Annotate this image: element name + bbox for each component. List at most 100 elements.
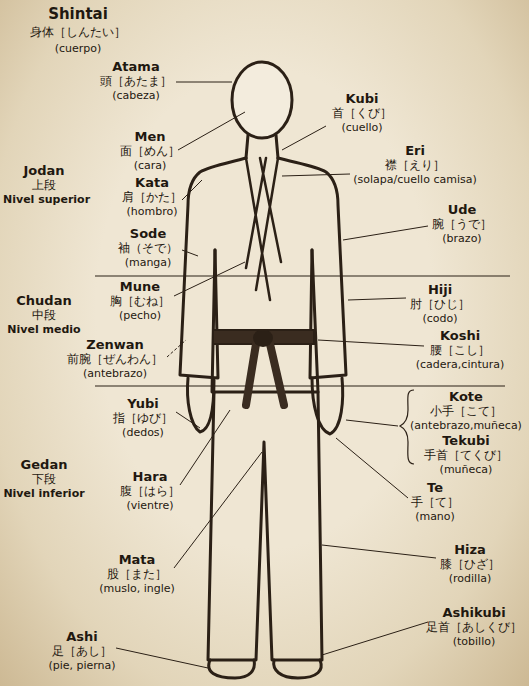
leader-line [167, 340, 186, 357]
leader-line [322, 545, 436, 558]
leader-line [182, 180, 202, 200]
title-subline: 身体［しんたい］ [30, 25, 126, 39]
level-label: Jodan [23, 164, 64, 178]
part-japanese: 腹［はら］ [120, 484, 180, 498]
part-romaji: Ashi [66, 630, 98, 644]
left-hand [188, 378, 215, 432]
part-japanese: 腕［うで］ [432, 217, 492, 231]
leader-line [182, 250, 198, 256]
part-japanese: 腰［こし］ [430, 343, 490, 357]
part-romaji: Hara [133, 470, 168, 484]
part-spanish: (codo) [422, 312, 457, 325]
leader-line [174, 262, 245, 296]
leader-line [174, 452, 262, 568]
part-japanese: 足［あし］ [52, 644, 112, 658]
level-line [95, 385, 505, 386]
part-japanese: 肘［ひじ］ [410, 297, 470, 311]
leader-line [282, 126, 326, 150]
part-japanese: 指［ゆび］ [113, 411, 173, 425]
title-subline: (cuerpo) [55, 42, 102, 55]
level-label: 中段 [32, 308, 56, 322]
part-spanish: (muslo, ingle) [99, 582, 175, 595]
level-label: Nivel superior [3, 193, 90, 206]
part-spanish: (dedos) [122, 426, 164, 439]
part-spanish: (cuello) [341, 121, 382, 134]
pants [208, 392, 322, 660]
belt [213, 329, 314, 405]
left-foot [209, 660, 255, 678]
leader-line [176, 82, 232, 83]
part-spanish: (pie, pierna) [48, 659, 115, 672]
leader-line [346, 420, 398, 426]
part-spanish: (rodilla) [449, 572, 492, 585]
right-hand [312, 378, 343, 434]
part-spanish: (antebrazo,muñeca) [410, 419, 522, 432]
part-spanish: (cabeza) [112, 89, 160, 102]
part-japanese: 前腕［ぜんわん］ [67, 352, 163, 366]
level-label: Chudan [16, 294, 71, 308]
level-lines [95, 276, 510, 386]
part-romaji: Zenwan [86, 338, 144, 352]
leader-line [348, 298, 406, 300]
part-spanish: (brazo) [442, 232, 481, 245]
part-japanese: 胸［むね］ [110, 294, 170, 308]
part-spanish: (mano) [415, 510, 455, 523]
belt-knot [253, 329, 273, 347]
leader-line [282, 174, 350, 176]
part-japanese: 首［くび］ [332, 106, 392, 120]
part-romaji: Atama [112, 60, 159, 74]
part-spanish: (muñeca) [440, 463, 493, 476]
part-japanese: 足首［あしくび］ [426, 620, 522, 634]
part-romaji: Ashikubi [442, 606, 505, 620]
part-romaji: Hiji [428, 283, 452, 297]
leader-line [318, 340, 424, 346]
part-japanese: 面［めん］ [120, 144, 180, 158]
part-spanish: (hombro) [127, 205, 178, 218]
part-japanese: 股［また］ [107, 567, 167, 581]
level-label: Nivel medio [7, 323, 80, 336]
leader-line [178, 112, 245, 150]
part-romaji: Mata [119, 553, 156, 567]
diagram-title: Shintai [48, 6, 108, 23]
part-spanish: (cara) [134, 159, 167, 172]
part-japanese: 手［て］ [411, 495, 459, 509]
part-spanish: (antebrazo) [83, 367, 147, 380]
part-romaji: Te [427, 481, 443, 495]
part-romaji: Hiza [454, 543, 486, 557]
level-label: 下段 [32, 472, 56, 486]
right-foot [274, 660, 321, 678]
part-romaji: Eri [405, 144, 425, 158]
leader-line [180, 410, 230, 485]
part-japanese: 頭［あたま］ [100, 74, 172, 88]
leader-line [343, 226, 428, 240]
level-line [95, 275, 510, 276]
part-japanese: 小手［こて］ [430, 404, 502, 418]
part-romaji: Kote [449, 390, 483, 404]
gi-outline [180, 62, 346, 678]
part-romaji: Mune [120, 280, 160, 294]
part-romaji: Kubi [346, 92, 379, 106]
part-japanese: 手首［てくび］ [424, 448, 508, 462]
part-romaji: Kata [135, 176, 169, 190]
leader-line [116, 648, 208, 668]
level-label: Nivel inferior [3, 487, 84, 500]
part-romaji: Sode [130, 227, 166, 241]
level-label: Gedan [21, 458, 68, 472]
lapel [246, 158, 281, 300]
part-spanish: (pecho) [119, 309, 161, 322]
part-japanese: 袖（そで） [118, 241, 178, 255]
part-japanese: 肩［かた］ [122, 190, 182, 204]
part-spanish: (solapa/cuello camisa) [353, 173, 476, 186]
part-romaji: Yubi [127, 397, 158, 411]
part-spanish: (manga) [125, 256, 172, 269]
part-romaji: Koshi [440, 329, 480, 343]
part-romaji: Men [134, 130, 165, 144]
leader-line [322, 622, 428, 655]
head [232, 62, 292, 138]
level-label: 上段 [32, 178, 56, 192]
belt-ends [246, 344, 284, 405]
part-spanish: (tobillo) [453, 635, 496, 648]
leader-line [176, 412, 200, 428]
part-spanish: (cadera,cintura) [416, 358, 505, 371]
